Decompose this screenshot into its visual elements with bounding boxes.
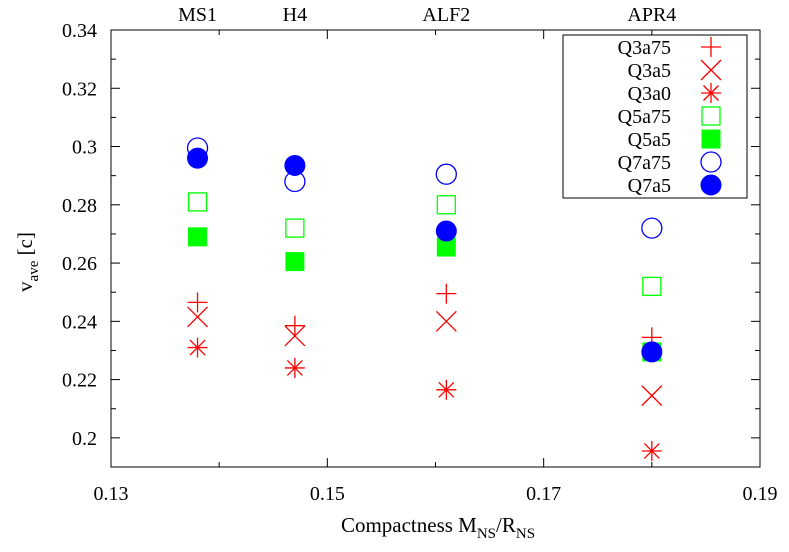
legend-label: Q7a75: [618, 152, 671, 174]
y-tick-label: 0.34: [62, 20, 97, 42]
point-q3a0: [187, 337, 208, 358]
eos-label: ALF2: [422, 4, 470, 26]
legend-marker-q3a0: [701, 83, 721, 103]
point-q3a5: [641, 385, 663, 407]
legend-marker-q3a75: [701, 37, 721, 57]
eos-label: H4: [283, 4, 307, 26]
point-q7a5: [284, 154, 306, 176]
point-q5a75: [285, 218, 305, 238]
tick-marks: [110, 29, 761, 468]
legend-marker-q7a5: [700, 174, 722, 196]
point-q3a5: [284, 325, 306, 347]
legend-marker-q7a75: [700, 151, 722, 173]
point-q7a5: [187, 147, 209, 169]
eos-label: MS1: [178, 4, 217, 26]
point-q5a75: [187, 192, 208, 212]
x-axis-label-mid: /R: [496, 513, 516, 537]
legend-marker-q5a5: [701, 129, 721, 149]
x-axis-label-sub2: NS: [516, 526, 535, 542]
x-tick-label: 0.15: [310, 483, 345, 505]
point-q3a0: [436, 379, 457, 400]
legend-marker-q5a75: [701, 106, 721, 126]
point-q3a0: [641, 440, 662, 461]
x-axis-label: Compactness MNS/RNS: [341, 513, 535, 542]
y-tick-label: 0.24: [62, 311, 97, 333]
legend-label: Q3a0: [628, 83, 671, 105]
point-q3a75: [187, 292, 208, 313]
y-tick-label: 0.3: [72, 137, 97, 159]
x-axis-label-sub1: NS: [477, 526, 496, 542]
point-q3a5: [435, 310, 457, 332]
legend-label: Q3a75: [618, 37, 671, 59]
point-q3a75: [284, 315, 305, 336]
legend-label: Q3a5: [628, 60, 671, 82]
y-axis-label-sub: ave: [26, 260, 42, 281]
y-axis-label: vave [c]: [13, 232, 42, 292]
legend-label: Q7a5: [628, 175, 671, 197]
y-tick-label: 0.28: [62, 195, 97, 217]
point-q3a0: [284, 357, 305, 378]
data-points: [186, 137, 663, 461]
legend-label: Q5a75: [618, 106, 671, 128]
x-tick-label: 0.13: [94, 483, 129, 505]
point-q7a5: [641, 341, 663, 363]
y-tick-label: 0.22: [62, 370, 97, 392]
tick-labels: 0.13 0.15 0.17 0.19 0.2 0.22 0.24 0.26 0.28 0.3 0.…: [62, 20, 778, 505]
legend-label: Q5a5: [628, 129, 671, 151]
point-q7a75: [435, 163, 457, 185]
y-axis-label-unit: [c]: [13, 232, 37, 261]
eos-label: APR4: [627, 4, 676, 26]
x-tick-label: 0.17: [526, 483, 561, 505]
point-q7a5: [435, 220, 457, 242]
legend-marker-q3a5: [700, 59, 722, 81]
point-q7a75: [641, 217, 663, 239]
x-tick-label: 0.19: [743, 483, 778, 505]
point-q5a5: [188, 227, 208, 247]
point-q3a5: [187, 306, 208, 328]
point-q5a75: [436, 195, 456, 215]
point-q5a5: [285, 252, 305, 272]
point-q5a75: [642, 276, 662, 297]
y-tick-label: 0.2: [72, 428, 97, 450]
y-tick-label: 0.32: [62, 78, 97, 100]
point-q3a75: [436, 283, 457, 304]
eos-labels: MS1 H4 ALF2 APR4: [178, 4, 676, 26]
y-tick-label: 0.26: [62, 253, 97, 275]
